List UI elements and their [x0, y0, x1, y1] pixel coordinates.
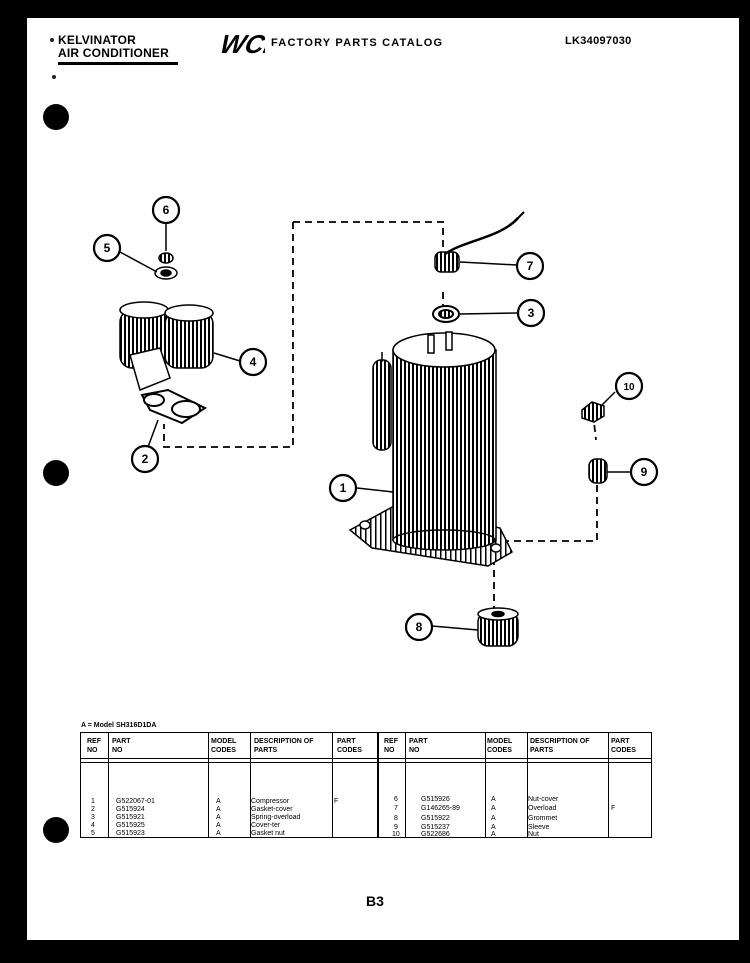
- header-model-codes: MODEL CODES: [211, 738, 237, 754]
- catalog-title: FACTORY PARTS CATALOG: [271, 37, 444, 49]
- header-part-codes-right: PART CODES: [611, 738, 636, 754]
- callout-9: 9: [641, 465, 648, 479]
- callout-8: 8: [416, 620, 423, 634]
- grommet-part: [477, 607, 519, 647]
- header-part-no: PART NO: [112, 738, 131, 754]
- punch-hole-middle: [43, 460, 69, 486]
- page-number: B3: [366, 893, 384, 909]
- nut-part: [581, 401, 605, 423]
- header-description: DESCRIPTION OF PARTS: [254, 738, 314, 754]
- callout-3: 3: [528, 306, 535, 320]
- compressor-part: [348, 331, 513, 567]
- leader-lines: [119, 222, 630, 631]
- header-part-codes: PART CODES: [337, 738, 362, 754]
- callout-4: 4: [250, 355, 257, 369]
- terminal-cover-part: [119, 301, 214, 392]
- catalog-page: [27, 18, 739, 940]
- product-type: AIR CONDITIONER: [58, 46, 169, 60]
- header-model-codes-right: MODEL CODES: [487, 738, 513, 754]
- header-part-no-right: PART NO: [409, 738, 428, 754]
- logo-lettering: WCI: [217, 29, 265, 58]
- callout-10: 10: [623, 382, 635, 393]
- speck: [52, 75, 56, 79]
- parts-table: REF NO PART NO MODEL CODES DESCRIPTION O…: [80, 732, 652, 838]
- wci-logo: WCI: [217, 29, 265, 58]
- callout-2: 2: [142, 452, 149, 466]
- callout-6: 6: [163, 203, 170, 217]
- header-description-right: DESCRIPTION OF PARTS: [530, 738, 590, 754]
- gasket-cover-part: [140, 388, 208, 425]
- punch-hole-bottom: [43, 817, 69, 843]
- assembly-lines: [163, 221, 598, 620]
- brand-block: KELVINATOR AIR CONDITIONER: [58, 34, 169, 60]
- nut-cover-part: [158, 252, 174, 264]
- spring-overload-part: [432, 305, 460, 323]
- header-ref-no-right: REF NO: [384, 738, 398, 754]
- brand-name: KELVINATOR: [58, 33, 137, 47]
- callout-5: 5: [104, 241, 111, 255]
- header-rule: [58, 62, 178, 65]
- callout-1: 1: [340, 481, 347, 495]
- sleeve-part: [588, 458, 608, 484]
- header-ref-no: REF NO: [87, 738, 101, 754]
- catalog-number: LK34097030: [565, 35, 632, 47]
- model-legend: A = Model SH316D1DA: [81, 722, 157, 729]
- callout-7: 7: [527, 259, 534, 273]
- speck: [50, 38, 54, 42]
- gasket-nut-part: [154, 266, 178, 280]
- overload-part: [434, 211, 525, 273]
- callout-circles: [92, 195, 659, 642]
- punch-hole-top: [43, 104, 69, 130]
